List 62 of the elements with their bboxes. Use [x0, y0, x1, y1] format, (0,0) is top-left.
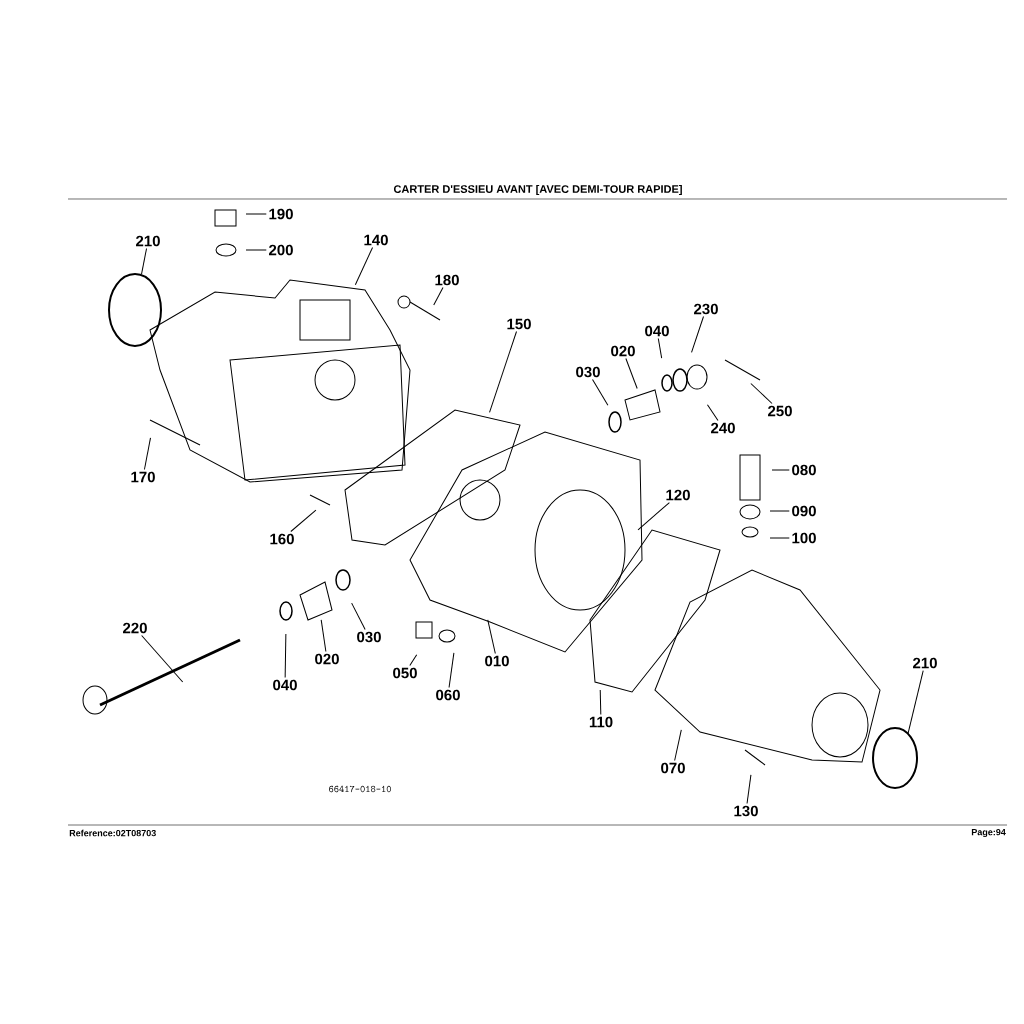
callout-number: 170 [131, 471, 155, 483]
leader-line [599, 689, 602, 715]
callout-number: 110 [589, 716, 613, 728]
leader-line [907, 670, 924, 735]
callout-number: 050 [393, 667, 417, 679]
leader-line [750, 383, 773, 404]
leader-line [245, 213, 267, 215]
callout-number: 140 [364, 234, 388, 246]
reference-text: Reference:02T08703 [69, 829, 156, 837]
callout-number: 180 [435, 274, 459, 286]
leader-line [592, 379, 609, 406]
callout-number: 220 [123, 622, 147, 634]
callout-number: 030 [576, 366, 600, 378]
leader-line [245, 249, 267, 251]
leader-line [674, 729, 682, 761]
callout-number: 130 [734, 805, 758, 817]
callout-number: 200 [269, 244, 293, 256]
leader-line [625, 358, 638, 389]
callout-number: 090 [792, 505, 816, 517]
leader-line [657, 338, 663, 359]
callout-number: 010 [485, 655, 509, 667]
leader-line [354, 247, 374, 286]
callout-number: 250 [768, 405, 792, 417]
part-number: 66417-018-10 [329, 785, 391, 793]
callout-number: 040 [273, 679, 297, 691]
callout-number: 210 [913, 657, 937, 669]
leader-line [143, 437, 151, 470]
callout-number: 210 [136, 235, 160, 247]
leader-line [433, 287, 444, 306]
callout-number: 230 [694, 303, 718, 315]
callout-number: 160 [270, 533, 294, 545]
callout-number: 020 [315, 653, 339, 665]
leader-line [771, 469, 790, 471]
leader-line [746, 774, 752, 804]
leader-line [448, 652, 455, 688]
leader-line [141, 635, 184, 683]
leader-line [290, 509, 317, 532]
leader-line [691, 316, 704, 353]
leader-line [409, 654, 418, 666]
callout-number: 070 [661, 762, 685, 774]
callout-number: 040 [645, 325, 669, 337]
leader-line [284, 633, 287, 678]
callout-number: 190 [269, 208, 293, 220]
leader-line [489, 331, 517, 413]
leader-line [706, 404, 719, 421]
leader-line [141, 248, 148, 275]
leader-line [769, 537, 790, 539]
callout-number: 030 [357, 631, 381, 643]
leader-line [487, 619, 496, 654]
callout-number: 080 [792, 464, 816, 476]
callout-number: 100 [792, 532, 816, 544]
leader-line [637, 502, 670, 531]
page-number: Page:94 [971, 828, 1006, 838]
title: CARTER D'ESSIEU AVANT [AVEC DEMI-TOUR RAPIDE] [393, 184, 682, 196]
leader-line [351, 602, 366, 630]
callout-number: 020 [611, 345, 635, 357]
callout-number: 150 [507, 318, 531, 330]
callout-number: 240 [711, 422, 735, 434]
callout-number: 120 [666, 489, 690, 501]
leader-line [769, 510, 790, 512]
leader-line [320, 619, 327, 652]
callout-number: 060 [436, 689, 460, 701]
